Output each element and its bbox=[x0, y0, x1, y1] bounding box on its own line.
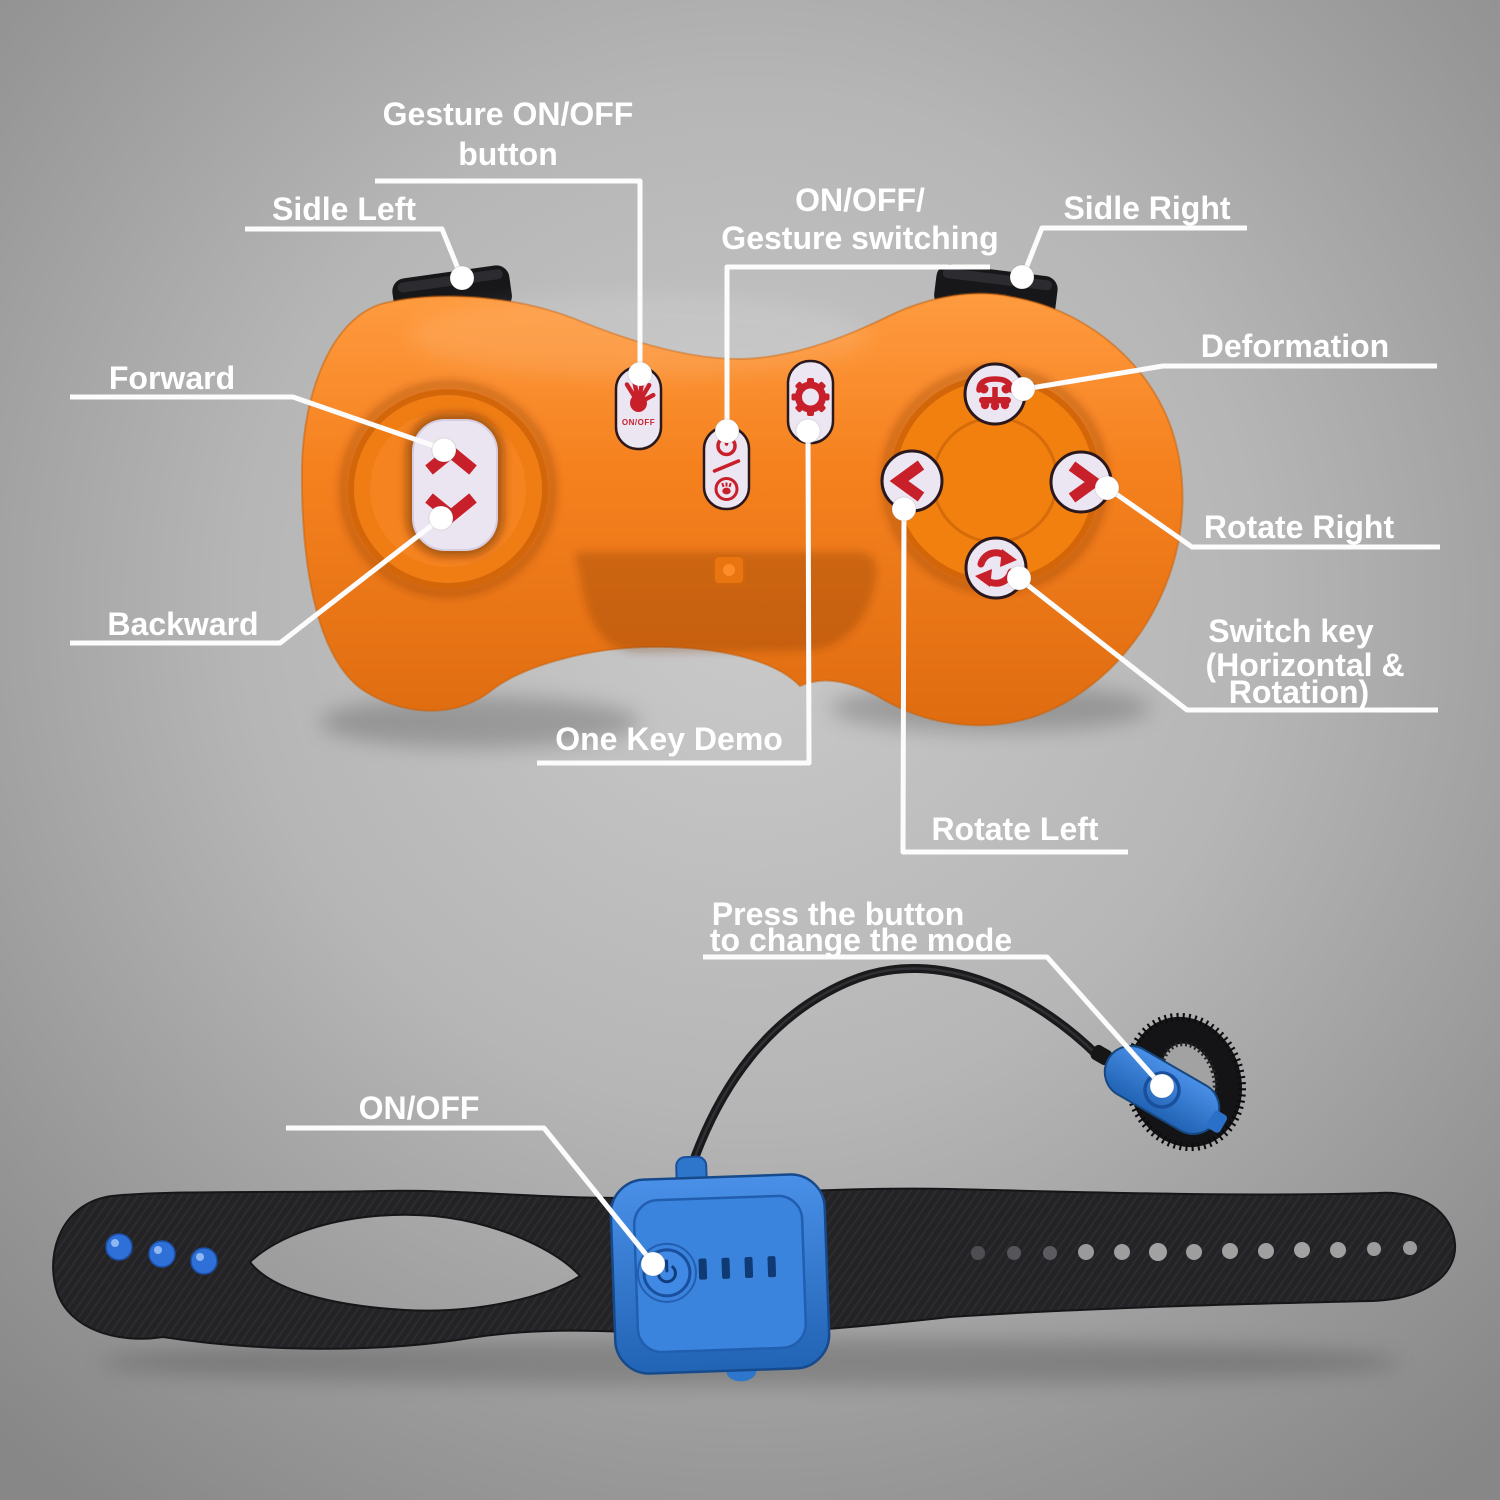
annotations: Gesture ON/OFF button ON/OFF/ Gesture sw… bbox=[70, 96, 1440, 1277]
body-bottom-recess bbox=[575, 552, 877, 653]
wristband bbox=[52, 964, 1457, 1386]
annotation-label: Press the button bbox=[712, 896, 964, 932]
annotation-label: Deformation bbox=[1201, 328, 1389, 364]
annotation-label: Rotate Right bbox=[1204, 509, 1395, 545]
module-face bbox=[632, 1194, 808, 1354]
annotation-rotate-left: Rotate Left bbox=[891, 496, 1128, 855]
annotation-deformation: Deformation bbox=[1010, 328, 1437, 402]
annotation-sidle-right: Sidle Right bbox=[1009, 190, 1247, 290]
left-pad-shadow-ring bbox=[339, 380, 557, 598]
left-control-pad bbox=[339, 380, 557, 598]
center-buttons: ON/OFF bbox=[614, 359, 835, 511]
annotation-label: ON/OFF/ bbox=[795, 182, 925, 218]
annotation-label: button bbox=[458, 136, 558, 172]
shoulder-highlight bbox=[397, 269, 503, 293]
annotation-switch-key: Switch key (Horizontal & Rotation) bbox=[1006, 565, 1438, 713]
module-led-slots bbox=[698, 1256, 777, 1280]
annotation-rotate-right: Rotate Right bbox=[1094, 475, 1440, 550]
annotation-label: Sidle Right bbox=[1063, 190, 1230, 226]
annotation-label: Rotation) bbox=[1229, 674, 1369, 710]
annotation-label: to change the mode bbox=[710, 922, 1012, 958]
annotation-on-off-gesture-switching: ON/OFF/ Gesture switching bbox=[714, 182, 999, 444]
annotation-label: (Horizontal & bbox=[1205, 647, 1404, 683]
annotation-press-the-button: Press the button to change the mode bbox=[703, 896, 1175, 1099]
gear-icon bbox=[791, 378, 830, 416]
controller-shadow-left bbox=[320, 696, 640, 748]
power-button-ring bbox=[636, 1242, 697, 1303]
led-indicator bbox=[723, 564, 735, 576]
remote-controller: ON/OFF bbox=[300, 264, 1184, 748]
chevron-right-icon bbox=[1068, 461, 1104, 503]
annotation-label: ON/OFF bbox=[359, 1090, 480, 1126]
annotation-label: Gesture ON/OFF bbox=[383, 96, 634, 132]
chevron-left-icon bbox=[889, 460, 925, 502]
annotation-backward: Backward bbox=[70, 505, 454, 646]
strap-holes bbox=[971, 1241, 1417, 1261]
transform-car-icon bbox=[976, 376, 1014, 411]
annotation-label: Sidle Left bbox=[272, 191, 416, 227]
annotation-label: Rotate Left bbox=[931, 811, 1098, 847]
annotation-sidle-left: Sidle Left bbox=[245, 191, 475, 291]
annotation-gesture-on-off-button: Gesture ON/OFF button bbox=[375, 96, 653, 387]
hand-button-sublabel: ON/OFF bbox=[622, 418, 655, 427]
strap-blue-dots bbox=[105, 1233, 218, 1275]
annotation-label: One Key Demo bbox=[555, 721, 783, 757]
annotation-label: Gesture switching bbox=[721, 220, 998, 256]
annotation-label: Switch key bbox=[1208, 613, 1374, 649]
clip-button-ring bbox=[1143, 1071, 1181, 1109]
annotation-on-off: ON/OFF bbox=[286, 1090, 666, 1277]
right-control-pad bbox=[880, 362, 1113, 600]
annotation-forward: Forward bbox=[70, 360, 457, 463]
cable-sheen bbox=[693, 967, 1100, 1159]
annotation-label: Forward bbox=[109, 360, 235, 396]
annotation-one-key-demo: One Key Demo bbox=[537, 418, 821, 766]
annotation-label: Backward bbox=[107, 606, 258, 642]
clip-end-tab bbox=[1206, 1110, 1228, 1133]
